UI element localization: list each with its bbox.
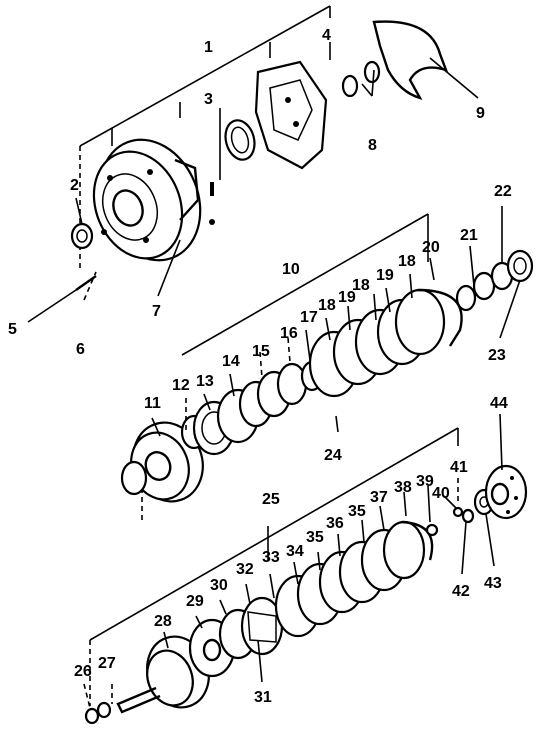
callout-14: 14	[222, 353, 240, 370]
callout-24: 24	[324, 447, 342, 464]
callout-11: 11	[144, 395, 161, 412]
callout-labels: 1 2 3 4 5 6 7 8 9 10 11 12 13 14 15 16 1…	[8, 27, 512, 706]
callout-34: 34	[286, 543, 304, 560]
seal-ring-part	[120, 460, 148, 496]
callout-40: 40	[432, 485, 450, 502]
callout-41: 41	[450, 459, 468, 476]
seal-part	[70, 222, 94, 250]
callout-43: 43	[484, 575, 502, 592]
pump-assembly-group	[27, 5, 479, 323]
callout-35a: 35	[306, 529, 324, 546]
clutch-plates-stack	[180, 288, 463, 456]
bolt-part	[75, 275, 97, 291]
pump-body-part	[92, 138, 202, 262]
callout-4: 4	[322, 27, 331, 44]
callout-28: 28	[154, 613, 172, 630]
callout-42: 42	[452, 583, 470, 600]
callout-37: 37	[370, 489, 388, 506]
seal-ring-small-part	[96, 701, 112, 719]
callout-44: 44	[490, 395, 508, 412]
callout-19a: 19	[338, 289, 356, 306]
callout-39: 39	[416, 473, 434, 490]
callout-17: 17	[300, 309, 318, 326]
callout-18b: 18	[352, 277, 370, 294]
callout-21: 21	[460, 227, 478, 244]
callout-25: 25	[262, 491, 280, 508]
forward-clutch-group	[120, 206, 534, 520]
pump-cover-part	[254, 60, 328, 170]
callout-38: 38	[394, 479, 412, 496]
clutch-piston-part	[188, 596, 284, 678]
check-ball-part	[425, 523, 439, 537]
sun-gear-part	[484, 464, 528, 520]
callout-10: 10	[282, 261, 300, 278]
oil-seal-rings-part	[341, 60, 381, 98]
callout-5: 5	[8, 321, 17, 338]
callout-27: 27	[98, 655, 116, 672]
callout-1: 1	[204, 39, 213, 56]
callout-16: 16	[280, 325, 298, 342]
callout-8: 8	[368, 137, 377, 154]
callout-33: 33	[262, 549, 280, 566]
callout-9: 9	[476, 105, 485, 122]
callout-12: 12	[172, 377, 190, 394]
callout-13: 13	[196, 373, 214, 390]
callout-2: 2	[70, 177, 79, 194]
callout-20: 20	[422, 239, 440, 256]
callout-7: 7	[152, 303, 161, 320]
callout-36: 36	[326, 515, 344, 532]
callout-3: 3	[204, 91, 213, 108]
callout-31: 31	[254, 689, 272, 706]
callout-26: 26	[74, 663, 92, 680]
rear-clutch-group	[83, 413, 528, 725]
clutch-plates-rear-stack	[274, 520, 434, 638]
callout-15: 15	[252, 343, 270, 360]
callout-30: 30	[210, 577, 228, 594]
o-ring-part	[84, 707, 100, 725]
callout-19b: 19	[376, 267, 394, 284]
thrust-bearings-part	[455, 249, 534, 312]
callout-18a: 18	[318, 297, 336, 314]
callout-32: 32	[236, 561, 254, 578]
callout-6: 6	[76, 341, 85, 358]
callout-23: 23	[488, 347, 506, 364]
callout-22: 22	[494, 183, 512, 200]
callout-18c: 18	[398, 253, 416, 270]
callout-29: 29	[186, 593, 204, 610]
gasket-part	[372, 20, 448, 100]
snap-ring-part	[224, 119, 256, 161]
pin-part	[210, 182, 214, 196]
callout-35b: 35	[348, 503, 366, 520]
